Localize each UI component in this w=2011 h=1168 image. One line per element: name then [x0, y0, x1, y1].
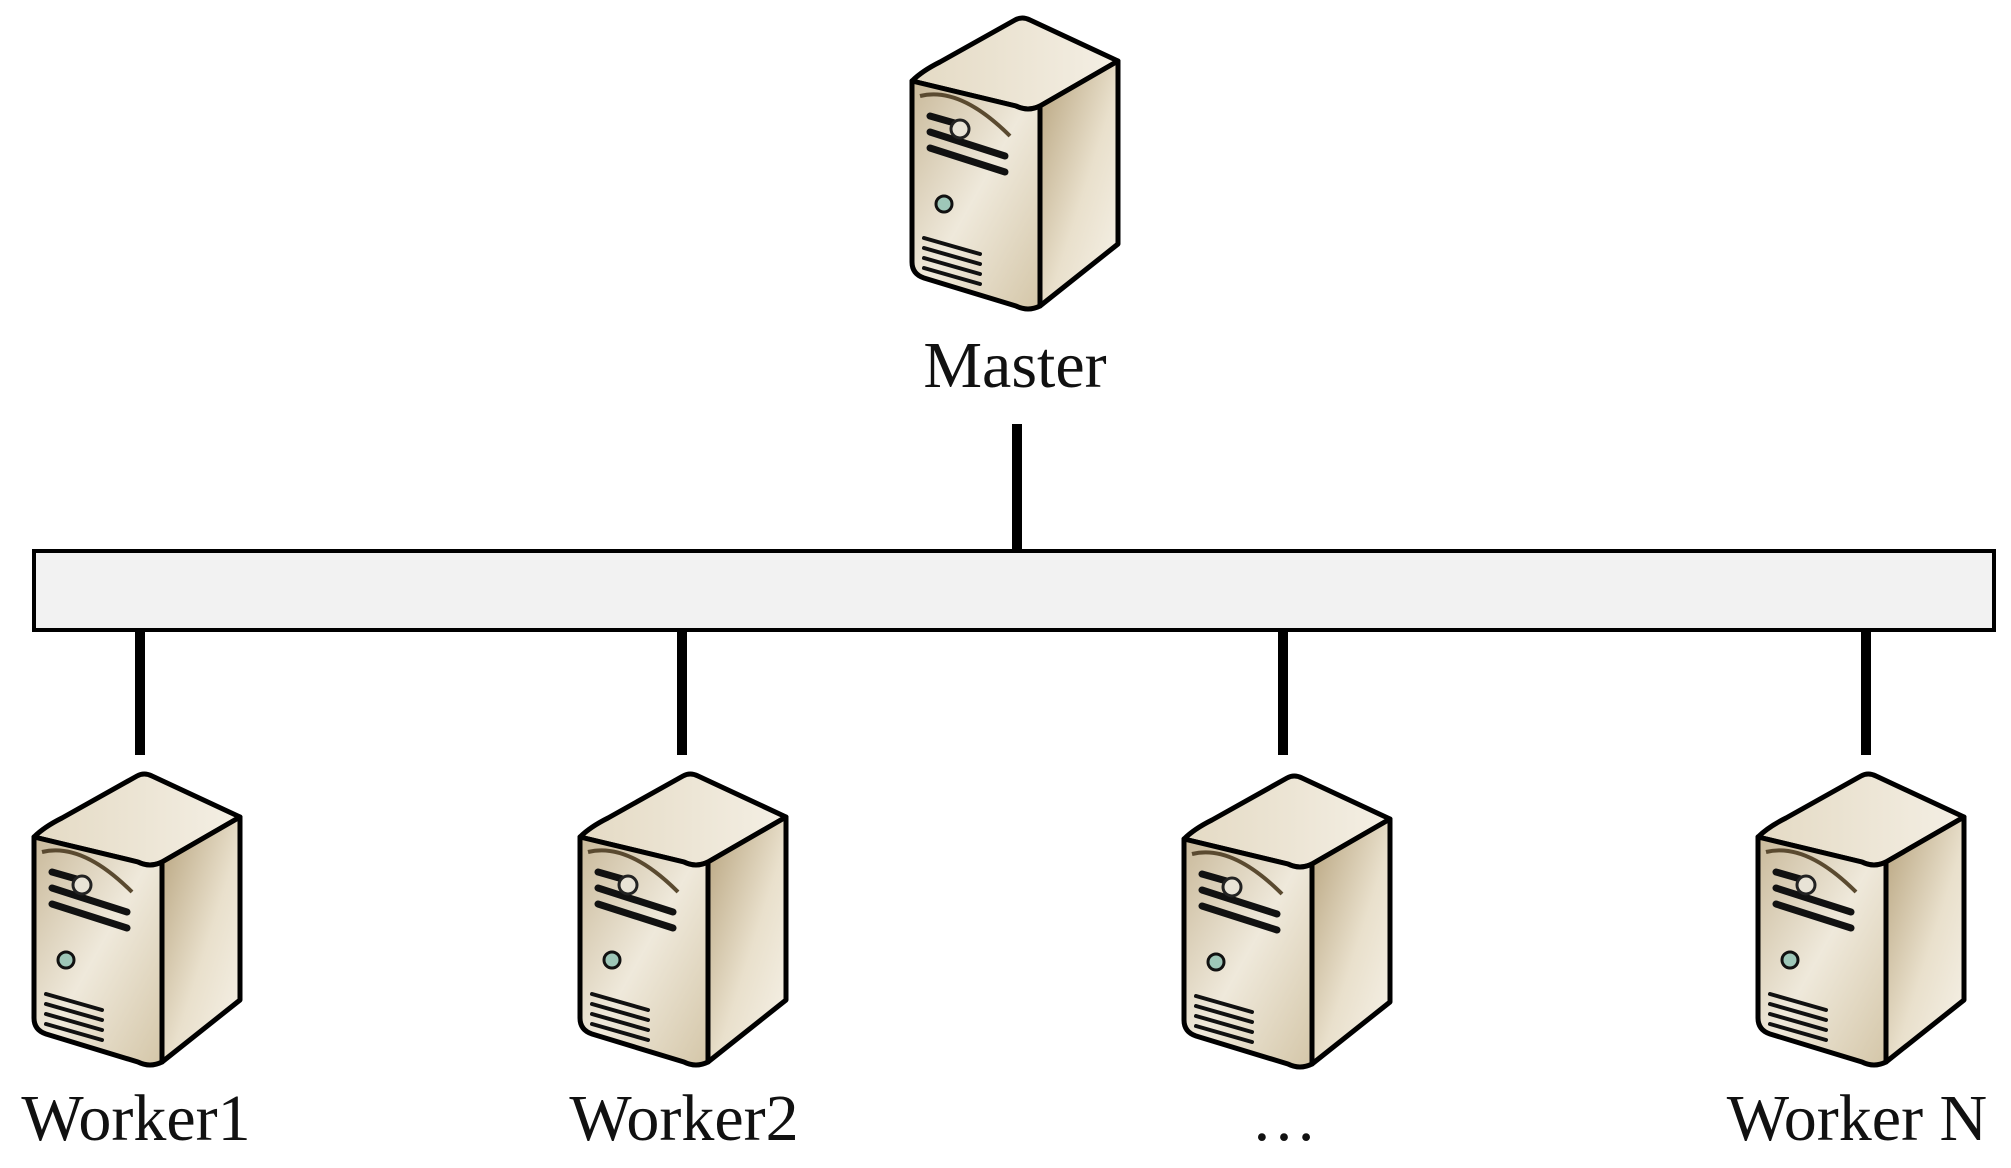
worker1-server-icon [34, 774, 240, 1065]
ellipsis-server-icon [1184, 776, 1390, 1067]
worker1-node: Worker1 [21, 774, 251, 1155]
master-node: Master [912, 18, 1118, 402]
workerN-node: Worker N [1727, 774, 1987, 1155]
workerN-label: Worker N [1727, 1082, 1987, 1155]
worker2-node: Worker2 [569, 774, 799, 1155]
network-bus [32, 549, 1996, 632]
worker1-label: Worker1 [21, 1082, 250, 1155]
master-server-icon [912, 18, 1118, 309]
ellipsis-node: … [1184, 776, 1390, 1155]
worker2-label: Worker2 [569, 1082, 798, 1155]
worker2-server-icon [580, 774, 786, 1065]
master-label: Master [923, 329, 1106, 402]
ellipsis-label: … [1251, 1082, 1317, 1155]
workerN-server-icon [1758, 774, 1964, 1065]
